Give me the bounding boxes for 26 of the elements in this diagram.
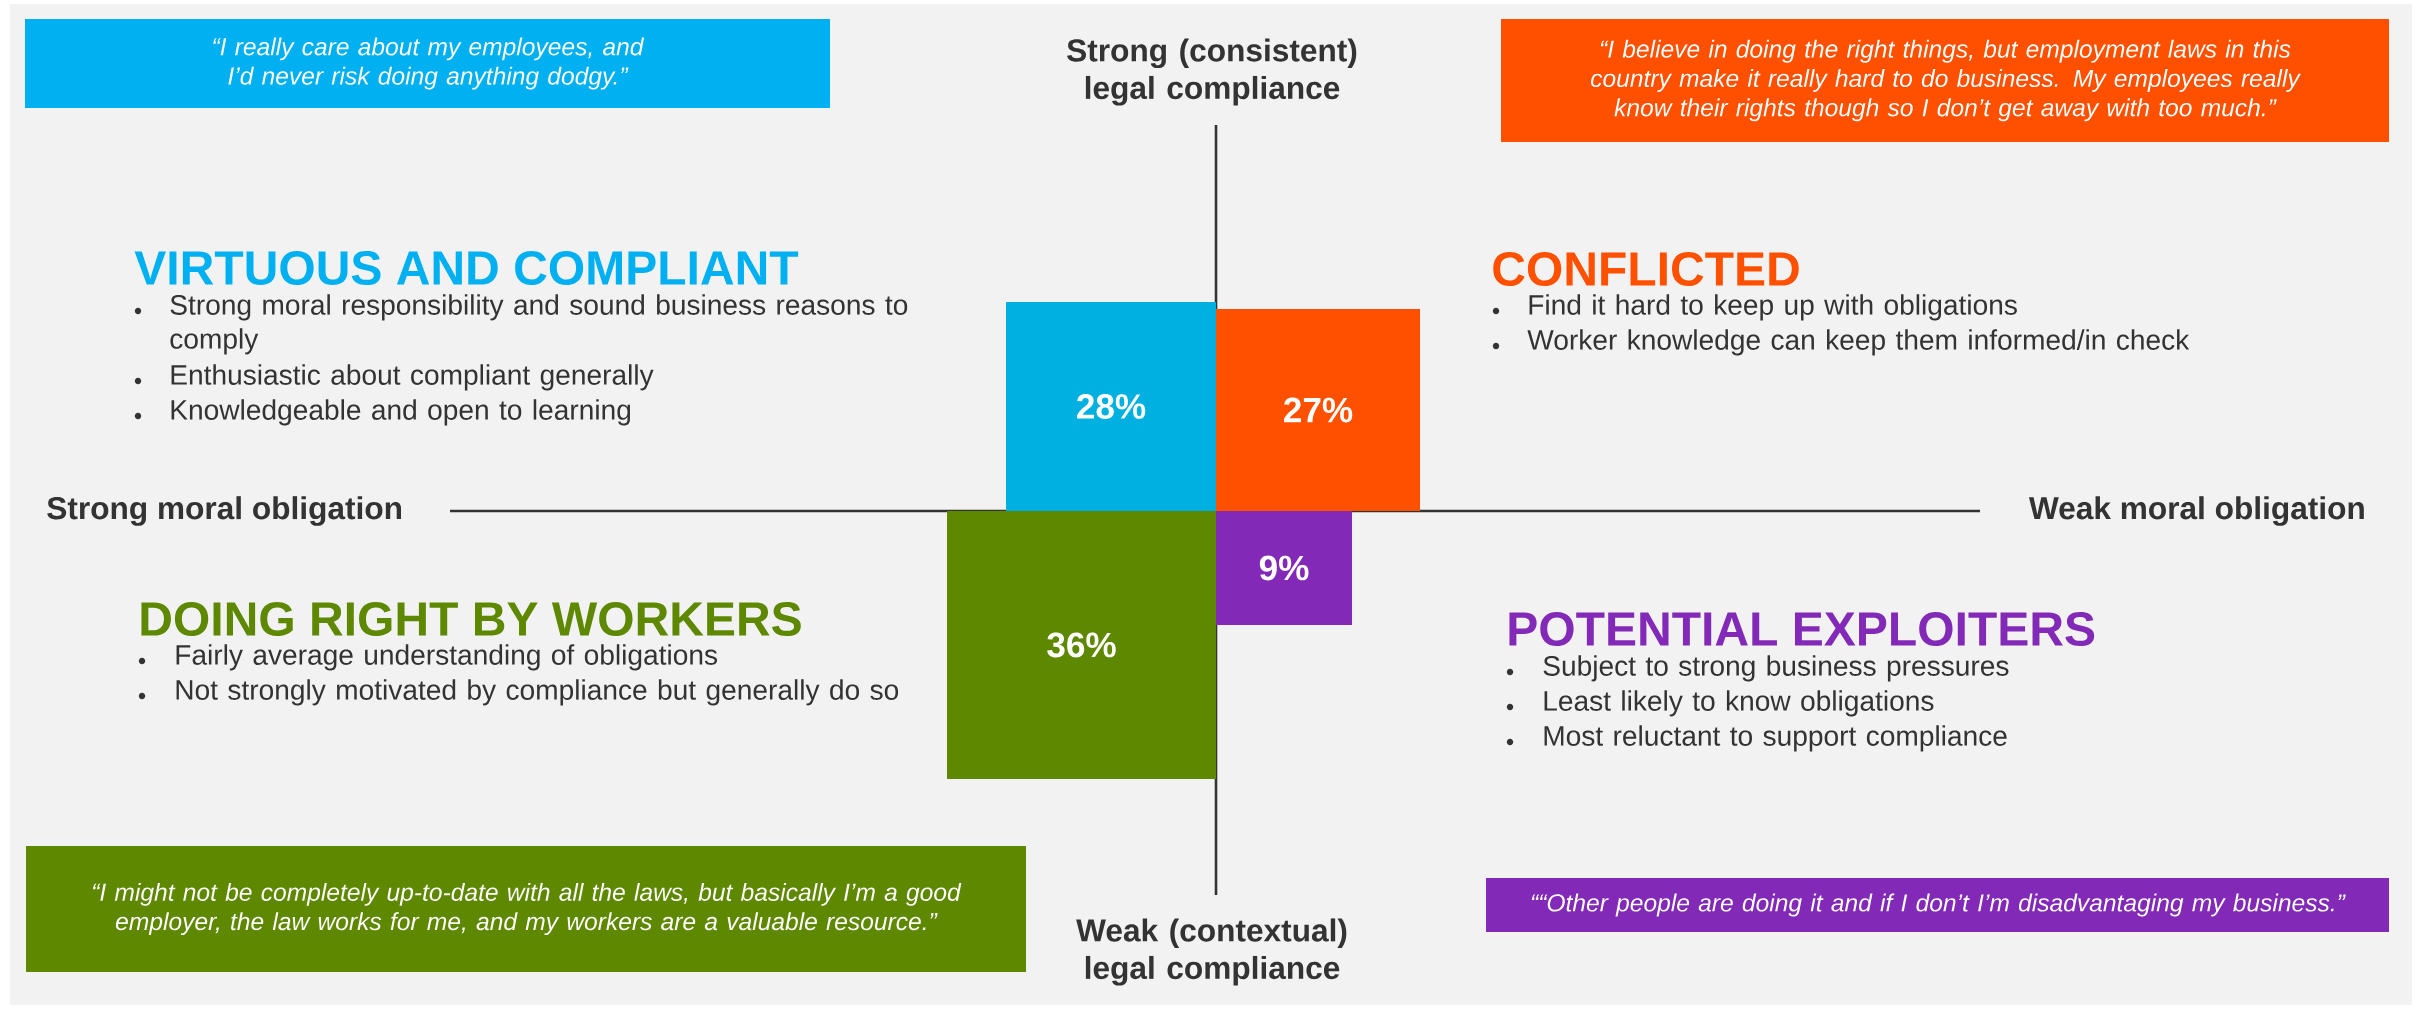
bullet-item: Strong moral responsibility and sound business reasons to comply	[134, 294, 908, 355]
quadrant-heading: CONFLICTED	[1493, 252, 1799, 286]
bullet-item: Enthusiastic about compliant generally	[134, 364, 654, 391]
bullet-item: Worker knowledge can keep them informed/in check	[1492, 329, 2190, 356]
bullet-item: Least likely to know obligations	[1506, 690, 1934, 717]
axis-label: Weak moral obligation	[2028, 496, 2364, 526]
quote-box: “I really care about my employees, and I’d never risk doing anything dodgy.”	[25, 19, 830, 108]
bullet-item: Most reluctant to support compliance	[1506, 725, 2007, 752]
bullet-item: Subject to strong business pressures	[1506, 655, 2009, 682]
percentage-square: 28%	[1006, 302, 1216, 511]
percentage-square: 36%	[947, 511, 1216, 779]
axis-label: Strong (consistent) legal compliance	[1067, 38, 1357, 106]
quadrant-heading: VIRTUOUS AND COMPLIANT	[134, 251, 799, 285]
axis-label: Weak (contextual) legal compliance	[1076, 918, 1347, 986]
quote-box: ““Other people are doing it and if I don’t I’m disadvantaging my business.”	[1486, 878, 2389, 932]
quote-box: “I believe in doing the right things, but employment laws in this country make it really hard to do business. My employees really know their rights though so I don’t get away with too much.”	[1501, 19, 2389, 142]
bullet-item: Not strongly motivated by compliance but generally do so	[138, 679, 899, 706]
axis-label: Strong moral obligation	[47, 496, 401, 526]
quote-box: “I might not be completely up-to-date with all the laws, but basically I’m a good employer, the law works for me, and my workers are a valuable resource.”	[26, 846, 1026, 972]
percentage-square: 27%	[1216, 309, 1420, 511]
quadrant-heading: DOING RIGHT BY WORKERS	[141, 602, 801, 636]
bullet-item: Fairly average understanding of obligations	[138, 644, 718, 671]
bullet-item: Find it hard to keep up with obligations	[1492, 294, 2017, 321]
bullet-item: Knowledgeable and open to learning	[134, 399, 631, 426]
percentage-square: 9%	[1216, 511, 1352, 625]
quadrant-heading: POTENTIAL EXPLOITERS	[1509, 612, 2095, 646]
